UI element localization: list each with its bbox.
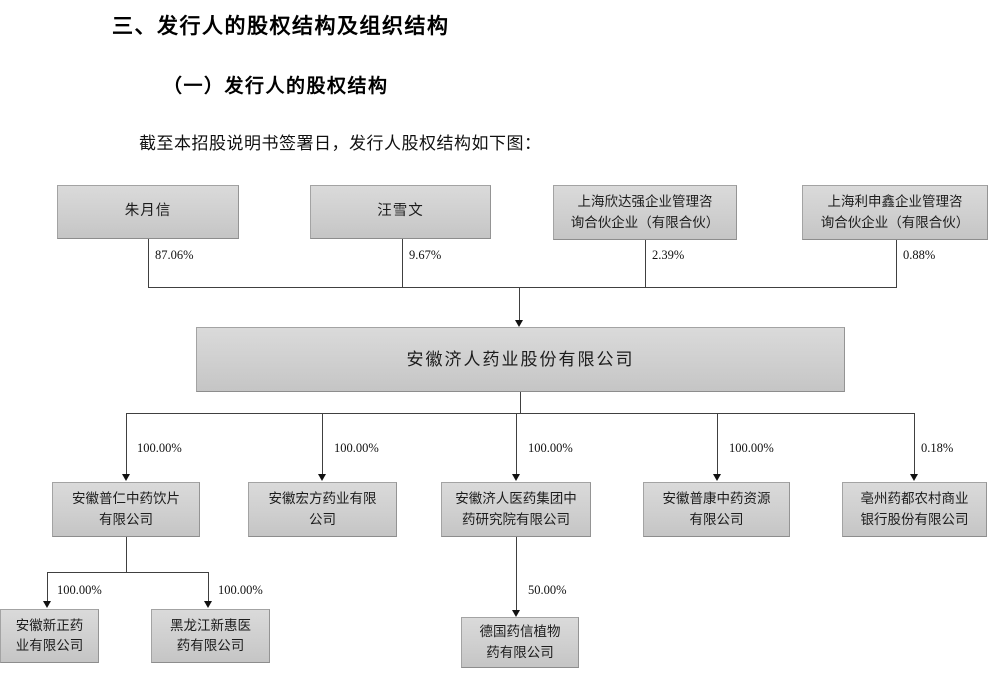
subsidiary-name: 亳州药都农村商业 银行股份有限公司 [860,491,969,527]
arrowhead-down-icon [512,610,520,617]
ownership-percent-label: 100.00% [57,583,102,597]
subsidiary-name: 安徽普仁中药饮片 有限公司 [72,491,180,527]
arrowhead-down-icon [515,320,523,327]
connector-line [516,537,517,610]
shareholder-name: 上海欣达强企业管理咨 询合伙企业（有限合伙） [570,194,720,230]
connector-line [520,392,521,413]
subsidiary-name: 德国药信植物 药有限公司 [479,624,561,660]
connector-line [322,413,323,474]
arrowhead-down-icon [43,601,51,608]
subsidiary-box: 安徽普仁中药饮片 有限公司 [52,482,200,537]
connector-line [126,537,127,572]
intro-text: 截至本招股说明书签署日，发行人股权结构如下图： [139,134,542,153]
connector-line [208,572,209,601]
ownership-percent-label: 0.88% [903,248,936,262]
ownership-percent-label: 50.00% [528,583,567,597]
connector-line [519,287,520,321]
arrowhead-down-icon [204,601,212,608]
shareholder-box: 上海欣达强企业管理咨 询合伙企业（有限合伙） [553,185,737,240]
shareholder-box: 上海利申鑫企业管理咨 询合伙企业（有限合伙） [802,185,988,240]
connector-line [914,413,915,474]
arrowhead-down-icon [318,474,326,481]
connector-line [126,413,915,414]
subsidiary-box: 安徽宏方药业有限 公司 [248,482,397,537]
subsidiary-name: 黑龙江新惠医 药有限公司 [170,617,251,653]
ownership-percent-label: 100.00% [334,441,379,455]
shareholder-name: 朱月信 [124,203,172,220]
shareholder-box: 汪雪文 [310,185,491,239]
connector-line [645,240,646,287]
arrowhead-down-icon [713,474,721,481]
second-tier-subsidiary-box: 黑龙江新惠医 药有限公司 [151,609,270,663]
shareholder-name: 汪雪文 [377,203,424,220]
connector-line [126,413,127,474]
connector-line [47,572,209,573]
connector-line [148,239,149,287]
connector-line [717,413,718,474]
issuer-name: 安徽济人药业股份有限公司 [406,349,635,369]
connector-line [148,287,897,288]
connector-line [896,240,897,287]
section-heading: 三、发行人的股权结构及组织结构 [112,15,450,38]
ownership-percent-label: 87.06% [155,248,194,262]
subsidiary-box: 安徽济人医药集团中 药研究院有限公司 [441,482,591,537]
ownership-percent-label: 9.67% [409,248,442,262]
second-tier-subsidiary-box: 德国药信植物 药有限公司 [461,617,579,668]
ownership-percent-label: 100.00% [528,441,573,455]
subsidiary-name: 安徽宏方药业有限 公司 [268,491,377,527]
connector-line [47,572,48,601]
ownership-percent-label: 100.00% [729,441,774,455]
ownership-percent-label: 2.39% [652,248,685,262]
subsidiary-name: 安徽济人医药集团中 药研究院有限公司 [455,491,577,527]
ownership-percent-label: 100.00% [137,441,182,455]
subsidiary-name: 安徽普康中药资源 有限公司 [662,491,771,527]
subsidiary-box: 安徽普康中药资源 有限公司 [643,482,790,537]
ownership-percent-label: 0.18% [921,441,954,455]
connector-line [402,239,403,287]
subsidiary-name: 安徽新正药 业有限公司 [15,617,84,653]
shareholder-box: 朱月信 [57,185,239,239]
subsidiary-box: 亳州药都农村商业 银行股份有限公司 [842,482,987,537]
arrowhead-down-icon [122,474,130,481]
arrowhead-down-icon [910,474,918,481]
arrowhead-down-icon [512,474,520,481]
shareholder-name: 上海利申鑫企业管理咨 询合伙企业（有限合伙） [820,194,970,230]
second-tier-subsidiary-box: 安徽新正药 业有限公司 [0,609,99,663]
connector-line [516,413,517,474]
issuer-box: 安徽济人药业股份有限公司 [196,327,845,392]
ownership-percent-label: 100.00% [218,583,263,597]
subsection-heading: （一）发行人的股权结构 [163,76,389,97]
